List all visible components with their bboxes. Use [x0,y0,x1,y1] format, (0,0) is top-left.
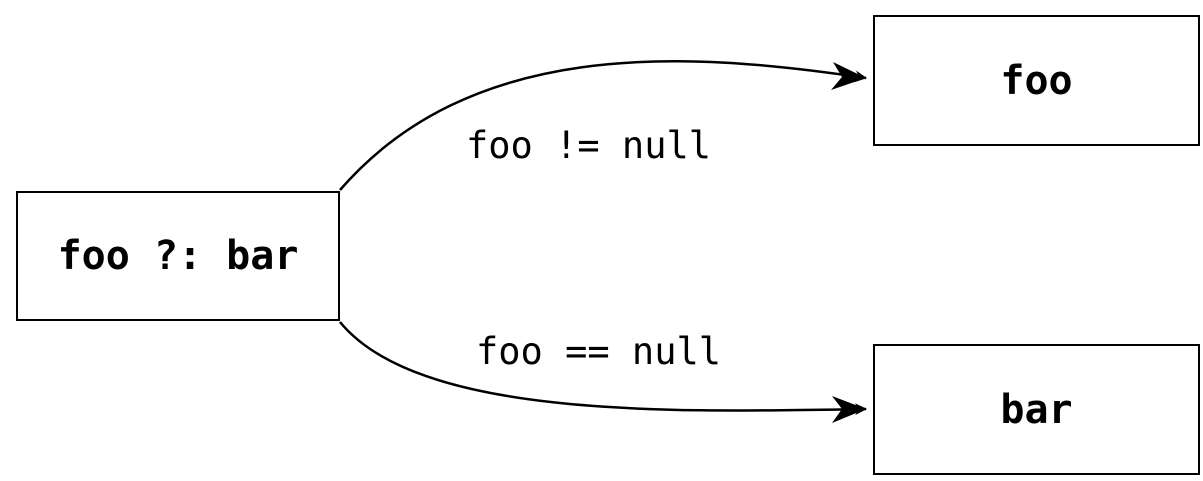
edge-label-is-null: foo == null [476,330,722,373]
edge-label-not-null: foo != null [466,124,712,167]
edge-is-null-arrow [339,321,867,416]
foo-node: foo [873,15,1200,146]
bar-node: bar [873,344,1200,475]
source-node: foo ?: bar [16,191,340,321]
edge-is-null-arrowhead [832,396,866,423]
edge-not-null-arrow [339,60,867,191]
bar-node-label: bar [1000,386,1073,433]
source-node-label: foo ?: bar [57,233,299,279]
edge-not-null-arrowhead [831,62,866,90]
foo-node-label: foo [1000,57,1073,104]
